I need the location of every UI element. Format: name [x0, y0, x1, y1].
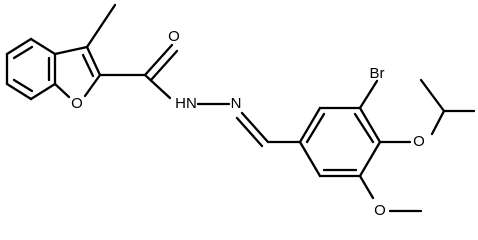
atom-label-n-imine: N — [231, 95, 242, 112]
bond-ring-double-2 — [353, 112, 375, 144]
molecule-diagram: O O HN N Br O O — [5, 3, 476, 219]
bond-ring-6 — [298, 140, 322, 178]
bond-furan-c3a-c3 — [53, 45, 89, 56]
atom-label-o-methoxy: O — [374, 202, 386, 219]
bond-benzene-double-1 — [12, 45, 34, 60]
bond-ring-br — [358, 79, 379, 110]
bond-benzene-1 — [5, 37, 33, 56]
bond-ring-3 — [358, 106, 382, 144]
bond-ring-4 — [358, 140, 382, 178]
atom-label-o-isopropoxy: O — [413, 133, 425, 150]
bond-ring-1 — [298, 106, 322, 144]
bond-benzene-double-2 — [12, 78, 34, 93]
atom-label-o-carbonyl: O — [168, 28, 180, 45]
bond-furan-methyl — [85, 3, 117, 49]
bond-carbonyl-nh — [143, 73, 172, 100]
molecule-structure: O O HN N Br O O — [5, 3, 476, 219]
bond-carbonyl-o-2 — [149, 49, 179, 82]
bond-ring-o-methoxy — [358, 174, 375, 200]
bond-benzene-3 — [5, 82, 33, 101]
bond-furan-c3-c2 — [85, 45, 102, 77]
bond-o-isopropyl — [430, 109, 446, 136]
atom-label-br: Br — [370, 65, 385, 82]
atom-label-nh: HN — [175, 95, 197, 112]
bond-n-ch-2 — [235, 116, 264, 148]
bond-n-ch-1 — [240, 111, 270, 144]
bond-carbonyl-o-1 — [143, 43, 174, 77]
bond-furan-c2-o — [83, 73, 102, 98]
bond-benzene-6 — [29, 37, 57, 56]
bond-furan-o-c7a — [53, 82, 71, 99]
bond-ring-double-1 — [305, 112, 326, 144]
bond-benzene-4 — [29, 82, 57, 101]
atom-label-o-furan: O — [71, 95, 83, 112]
bond-furan-c3-c2-double — [81, 53, 95, 78]
bond-isopropyl-methyl-1 — [419, 78, 446, 113]
